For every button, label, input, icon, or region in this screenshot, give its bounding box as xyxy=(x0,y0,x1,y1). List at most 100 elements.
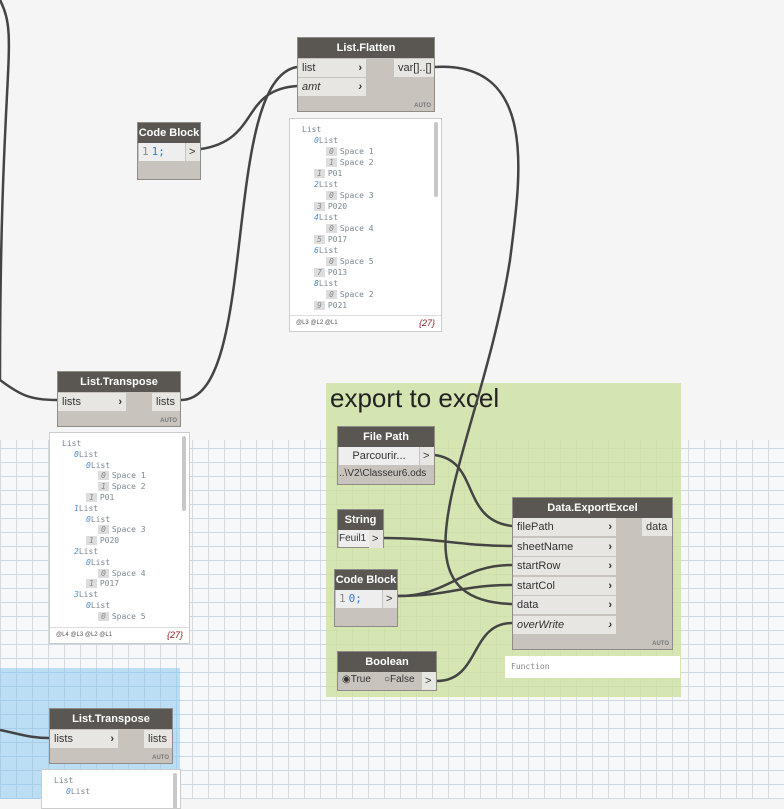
item-index: 1 xyxy=(314,169,325,178)
item-label: List xyxy=(90,514,111,524)
wire xyxy=(397,583,513,598)
node-title: List.Transpose xyxy=(58,372,180,392)
port-label: lists xyxy=(62,396,81,408)
item-index: 1 xyxy=(326,158,337,167)
chevron-icon: › xyxy=(608,521,612,533)
preview-row: 0List xyxy=(86,558,110,567)
preview-row: 0List xyxy=(86,601,110,610)
preview-footer: @L4 @L3 @L2 @L1{27} xyxy=(50,627,189,643)
output-port[interactable]: > xyxy=(383,590,397,608)
item-index: 6 xyxy=(314,246,319,255)
wire xyxy=(433,453,513,528)
output-port[interactable]: data xyxy=(642,518,672,536)
string-input[interactable]: Feuil1 xyxy=(339,530,369,547)
input-port-list[interactable]: list› xyxy=(298,59,366,77)
scrollbar[interactable] xyxy=(182,436,186,511)
input-port-lists[interactable]: lists › xyxy=(58,393,126,411)
radio-false[interactable]: ○False xyxy=(384,674,415,685)
item-label: List xyxy=(318,180,339,189)
browse-button[interactable]: Parcourir... xyxy=(339,447,419,465)
chevron-icon: › xyxy=(608,599,612,611)
output-port[interactable]: var[]..[] xyxy=(394,59,434,77)
item-label: Space 1 xyxy=(339,147,374,156)
node-list-transpose[interactable]: List.Transpose lists› lists AUTO xyxy=(57,371,181,427)
item-label: List xyxy=(78,449,99,459)
output-port[interactable]: lists xyxy=(144,730,172,748)
wire xyxy=(436,621,513,683)
item-label: List xyxy=(78,590,99,600)
item-index: 4 xyxy=(314,213,319,222)
input-port-startrow[interactable]: startRow› xyxy=(513,557,616,575)
item-label: List xyxy=(90,460,111,470)
preview-row: 2List xyxy=(314,180,338,189)
wire xyxy=(0,378,58,402)
input-port-lists[interactable]: lists› xyxy=(50,730,118,748)
output-port[interactable]: > xyxy=(422,672,436,690)
node-boolean[interactable]: Boolean ◉True ○False > xyxy=(337,651,437,691)
preview-row: 0List xyxy=(86,515,110,524)
item-index: 9 xyxy=(314,301,325,310)
radio-true[interactable]: ◉True xyxy=(342,674,371,685)
node-title: File Path xyxy=(338,427,434,447)
item-index: 0 xyxy=(326,257,337,266)
chevron-icon: › xyxy=(118,396,122,408)
node-title: Code Block xyxy=(335,570,397,590)
preview-row: 1List xyxy=(74,504,98,513)
item-index: 0 xyxy=(326,224,337,233)
output-port[interactable]: > xyxy=(420,447,434,465)
code-text: 1; xyxy=(151,145,165,158)
scrollbar[interactable] xyxy=(173,773,177,808)
node-file-path[interactable]: File Path Parcourir... > ..\V2\Classeur6… xyxy=(337,426,435,485)
output-port[interactable]: lists xyxy=(152,393,180,411)
input-port-amt[interactable]: amt› xyxy=(298,78,366,96)
auto-label: AUTO xyxy=(652,641,669,647)
output-port[interactable]: > xyxy=(369,530,383,548)
item-label: List xyxy=(90,601,111,610)
output-port[interactable]: > xyxy=(186,143,200,161)
item-index: 0 xyxy=(86,514,91,524)
input-port-sheetname[interactable]: sheetName› xyxy=(513,537,616,556)
item-index: 5 xyxy=(314,235,325,244)
item-index: 1 xyxy=(86,536,97,546)
port-label: overWrite xyxy=(517,618,565,631)
item-label: Space 2 xyxy=(111,482,146,492)
input-port-overwrite[interactable]: overWrite› xyxy=(513,615,616,634)
item-label: P017 xyxy=(99,579,120,589)
wire xyxy=(180,65,298,402)
node-string[interactable]: String Feuil1 > xyxy=(337,509,384,548)
levels: @L4 @L3 @L2 @L1 xyxy=(56,632,113,638)
node-title: String xyxy=(338,510,383,530)
auto-label: AUTO xyxy=(414,103,431,109)
node-data-export-excel[interactable]: Data.ExportExcel data AUTO filePath›shee… xyxy=(512,497,673,650)
item-label: P01 xyxy=(327,169,343,178)
line-number: 1 xyxy=(339,592,346,605)
input-port-data[interactable]: data› xyxy=(513,596,616,614)
item-label: List xyxy=(90,557,111,567)
item-index: 2 xyxy=(74,547,79,556)
item-label: Space 2 xyxy=(339,290,374,299)
node-list-transpose[interactable]: List.Transpose lists› lists AUTO xyxy=(49,708,173,764)
chevron-icon: › xyxy=(358,81,362,93)
scrollbar[interactable] xyxy=(434,122,438,197)
input-port-startcol[interactable]: startCol› xyxy=(513,576,616,595)
node-list-flatten[interactable]: List.Flatten list› amt› var[]..[] AUTO xyxy=(297,37,435,112)
input-port-filepath[interactable]: filePath› xyxy=(513,518,616,536)
item-label: Space 5 xyxy=(111,611,146,621)
